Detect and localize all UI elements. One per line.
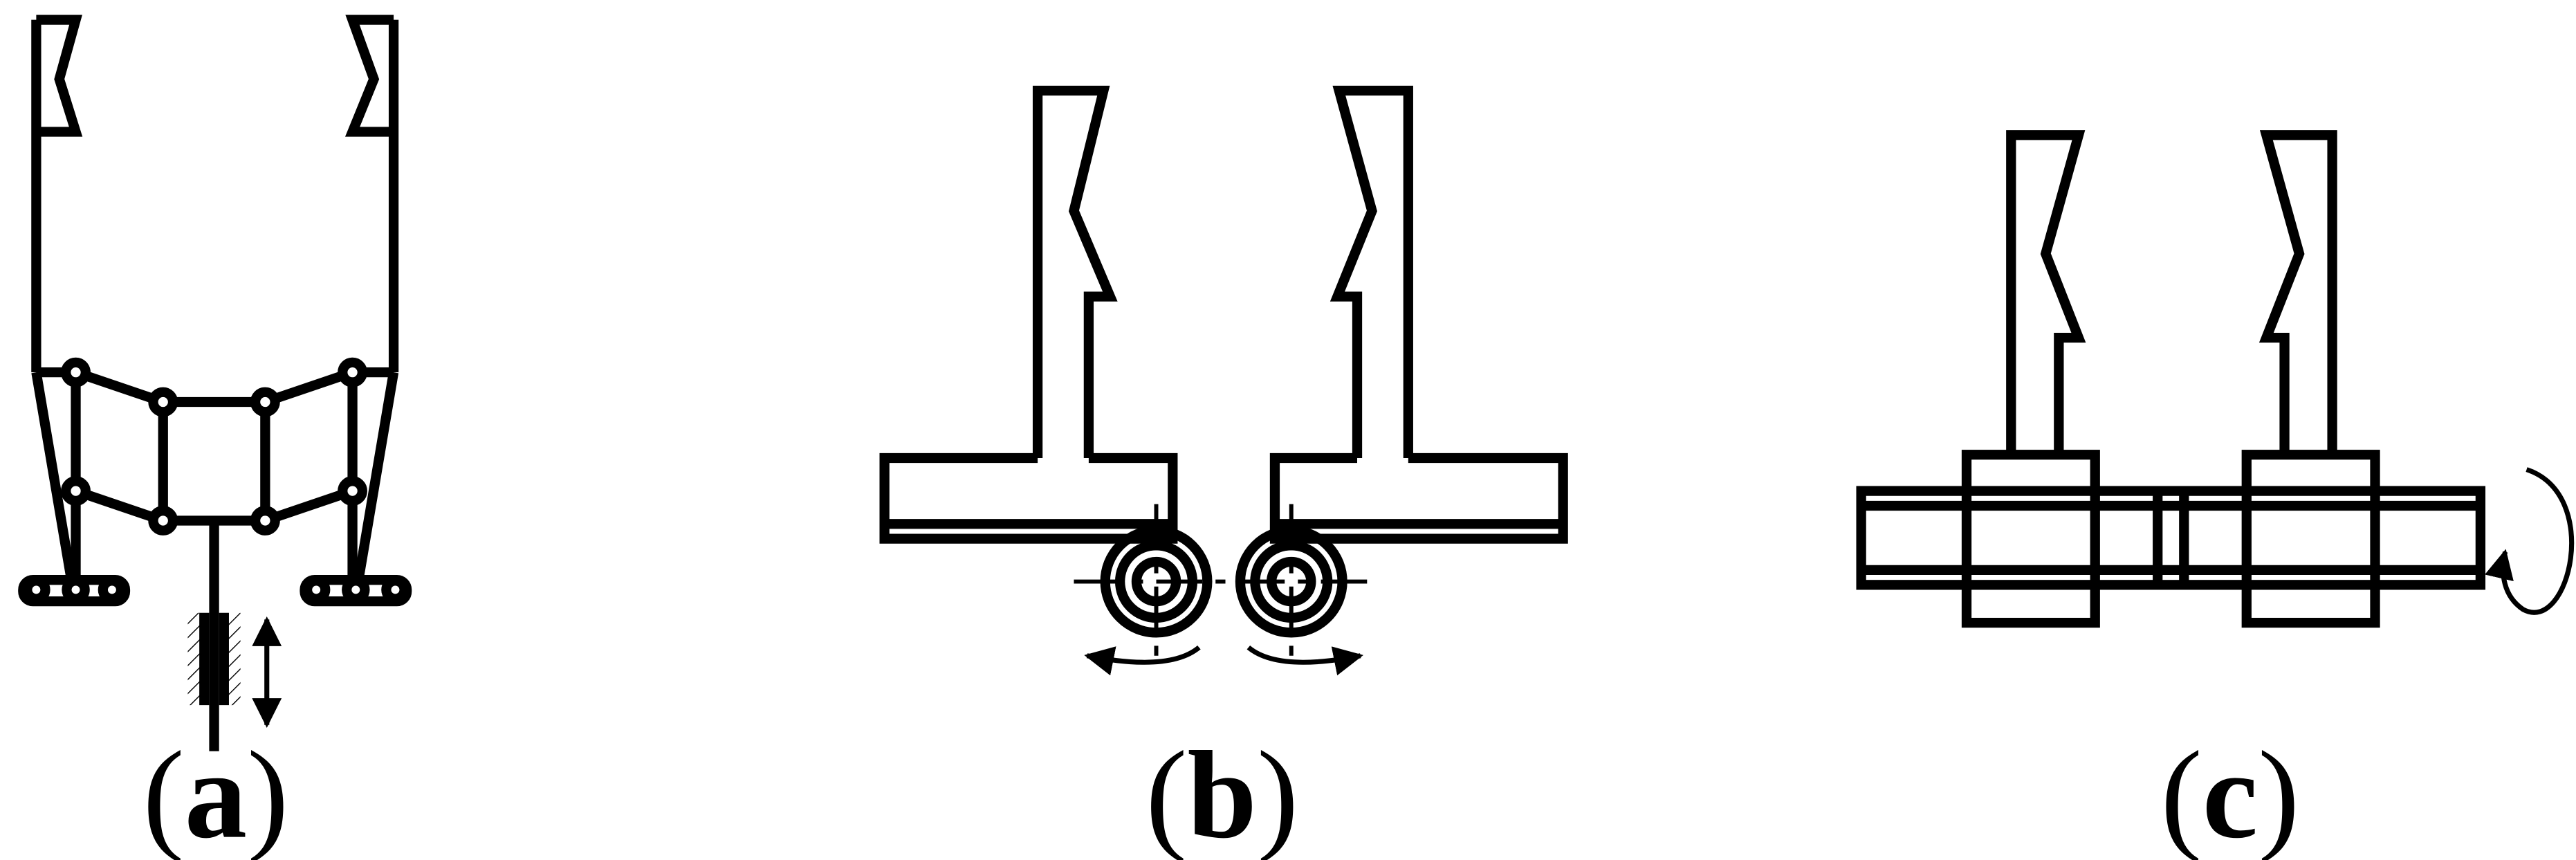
panel-a-linkage-gripper	[18, 15, 412, 751]
panel-c-shaft-gripper	[1856, 130, 2575, 628]
left-shaft	[1100, 525, 1213, 638]
left-jaw	[31, 15, 83, 373]
panel-label-c: (c)	[2161, 726, 2300, 860]
right-ground-pivot	[300, 575, 412, 607]
right-jaw	[344, 15, 399, 373]
rod-guide	[187, 612, 241, 706]
right-shaft-jaw	[2241, 130, 2380, 628]
shaft-rotation-arrow	[2485, 467, 2575, 615]
left-shaft-jaw	[1961, 130, 2100, 628]
panel-label-b: (b)	[1146, 726, 1298, 860]
right-rotation-arrow	[1246, 645, 1363, 676]
panel-b-rotary-gripper	[879, 85, 1568, 676]
left-rotary-jaw	[879, 85, 1178, 544]
left-ground-pivot	[18, 575, 131, 607]
drive-shaft	[1856, 486, 2486, 590]
right-shaft	[1235, 525, 1347, 638]
linkage-joints	[61, 357, 367, 536]
right-rotary-jaw	[1269, 85, 1568, 544]
panel-label-a: (a)	[142, 726, 288, 860]
left-rotation-arrow	[1084, 645, 1201, 676]
